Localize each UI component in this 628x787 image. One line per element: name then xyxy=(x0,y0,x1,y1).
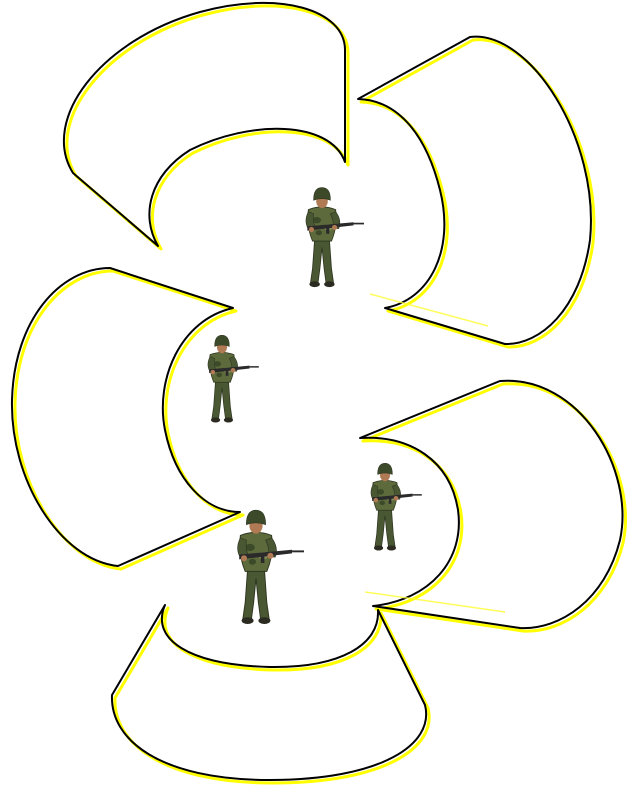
soldier-figure-top xyxy=(306,188,364,288)
soldier-figure-right xyxy=(371,463,422,550)
petal-middle-left xyxy=(12,268,243,569)
soldier-figure-left xyxy=(208,335,259,422)
soldier-figure-bottom xyxy=(238,510,304,624)
petal-top-right xyxy=(358,37,594,347)
petal-middle-right xyxy=(360,381,625,631)
petal-top-left xyxy=(64,3,348,249)
petal-bottom xyxy=(112,605,429,783)
